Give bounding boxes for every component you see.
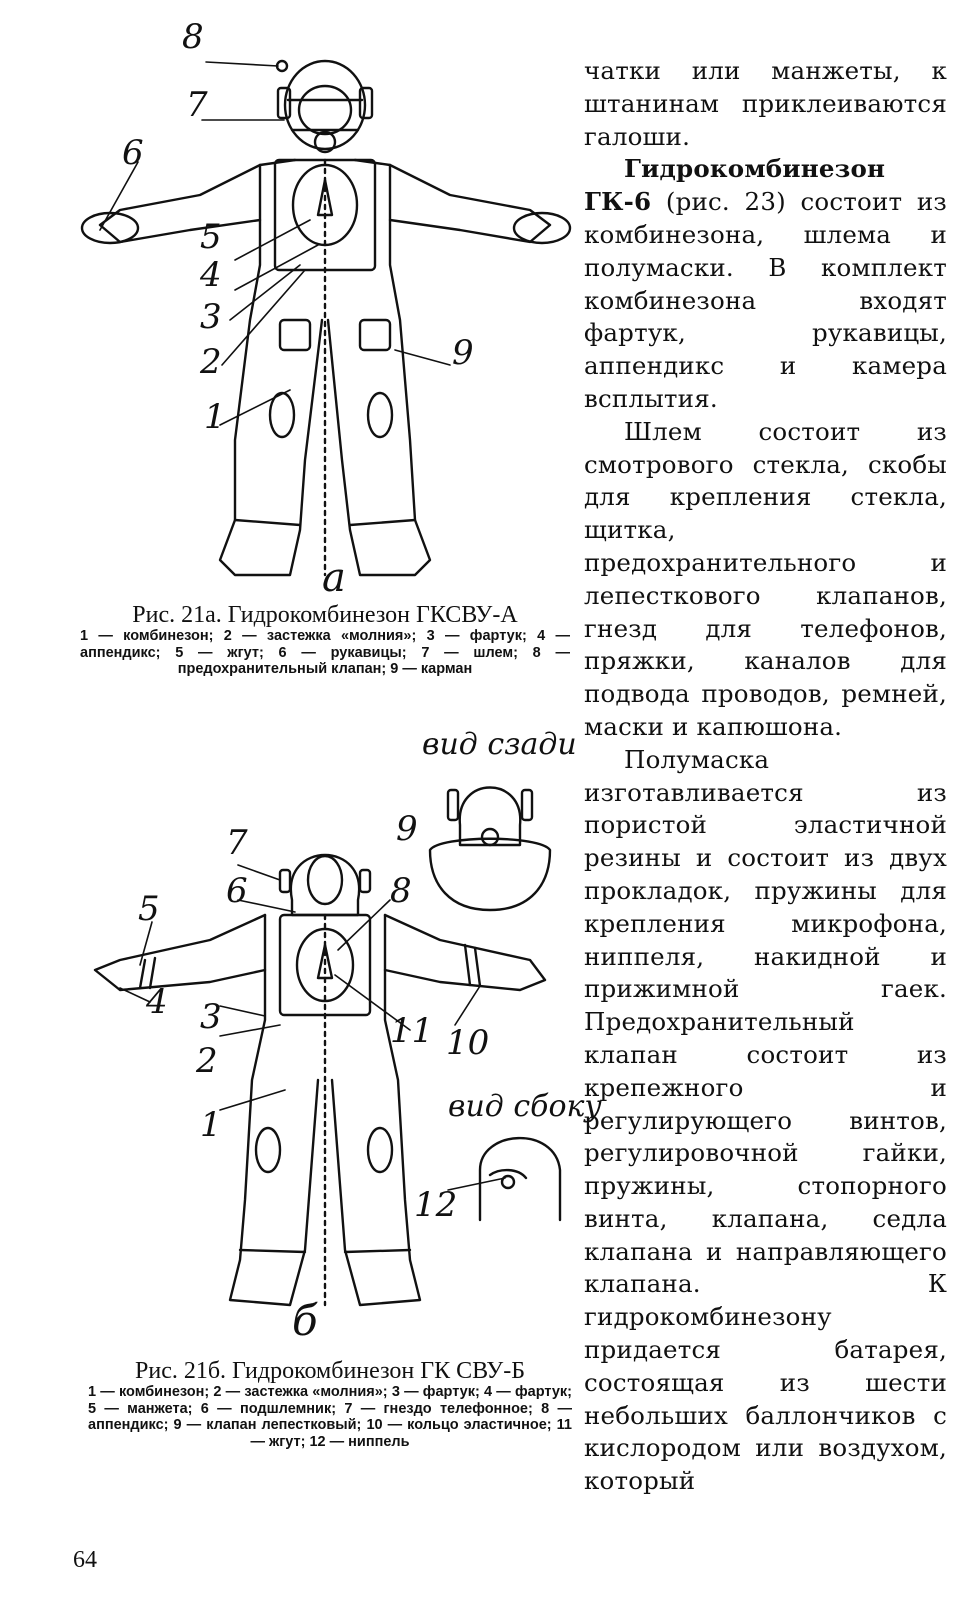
fig-b-label-6: 6 — [226, 871, 248, 911]
figure-a-drawing — [60, 20, 580, 600]
fig-a-label-2: 2 — [200, 342, 222, 382]
fig-b-label-12: 12 — [414, 1185, 458, 1225]
figure-a-caption-title: Рис. 21а. Гидрокомбинезон ГКСВУ-А — [132, 602, 518, 628]
figure-b-caption: Рис. 21б. Гидрокомбинезон ГК СВУ-Б 1 — к… — [88, 1358, 572, 1450]
fig-b-label-8: 8 — [390, 871, 412, 911]
figure-b-caption-legend: 1 — комбинезон; 2 — застежка «молния»; 3… — [88, 1384, 572, 1450]
figure-a-caption: Рис. 21а. Гидрокомбинезон ГКСВУ-А 1 — ко… — [80, 602, 570, 678]
fig-a-label-3: 3 — [200, 297, 222, 337]
fig-a-label-7: 7 — [186, 85, 208, 125]
fig-a-label-4: 4 — [200, 255, 222, 295]
figure-b-back-view — [420, 765, 560, 915]
paragraph-4: Полумаска изготавливается из пористой эл… — [584, 744, 947, 1496]
fig-b-label-9: 9 — [396, 809, 418, 849]
fig-b-label-12-leader — [447, 1177, 506, 1191]
fig-b-view-back-label: вид сзади — [422, 727, 577, 762]
figure-a-caption-legend: 1 — комбинезон; 2 — застежка «молния»; 3… — [80, 628, 570, 677]
fig-a-label-9: 9 — [452, 333, 474, 373]
fig-b-label-1: 1 — [200, 1105, 222, 1145]
fig-b-label-7: 7 — [226, 823, 248, 863]
fig-a-label-8: 8 — [182, 17, 204, 57]
fig-b-letter: б — [292, 1296, 318, 1345]
figure-b-drawing — [80, 820, 560, 1320]
fig-a-letter: a — [322, 555, 346, 601]
fig-b-label-2: 2 — [196, 1041, 218, 1081]
page-number: 64 — [73, 1547, 97, 1573]
fig-b-label-5: 5 — [138, 889, 160, 929]
fig-b-label-11: 11 — [390, 1011, 434, 1051]
paragraph-2: Гидрокомбинезон ГК-6 (рис. 23) состоит и… — [584, 153, 947, 415]
figure-b-side-view — [460, 1120, 570, 1230]
fig-b-view-side-label: вид сбоку — [448, 1089, 602, 1124]
fig-b-label-3: 3 — [200, 997, 222, 1037]
fig-b-label-4: 4 — [146, 982, 168, 1022]
fig-a-label-1: 1 — [204, 397, 226, 437]
paragraph-2-text: (рис. 23) состоит из комбинезона, шлема … — [584, 187, 947, 413]
paragraph-1: чатки или манжеты, к штанинам приклеиваю… — [584, 56, 947, 151]
figure-b-caption-title: Рис. 21б. Гидрокомбинезон ГК СВУ-Б — [135, 1358, 525, 1384]
fig-a-label-5: 5 — [200, 217, 222, 257]
paragraph-3: Шлем состоит из смотрового стекла, скобы… — [584, 416, 947, 741]
fig-a-label-6: 6 — [122, 133, 144, 173]
fig-b-label-10: 10 — [446, 1023, 490, 1063]
body-text-column: чатки или манжеты, к штанинам приклеиваю… — [584, 55, 947, 1498]
paragraph-2-term: Гидрокомбинезон ГК-6 — [584, 154, 886, 217]
